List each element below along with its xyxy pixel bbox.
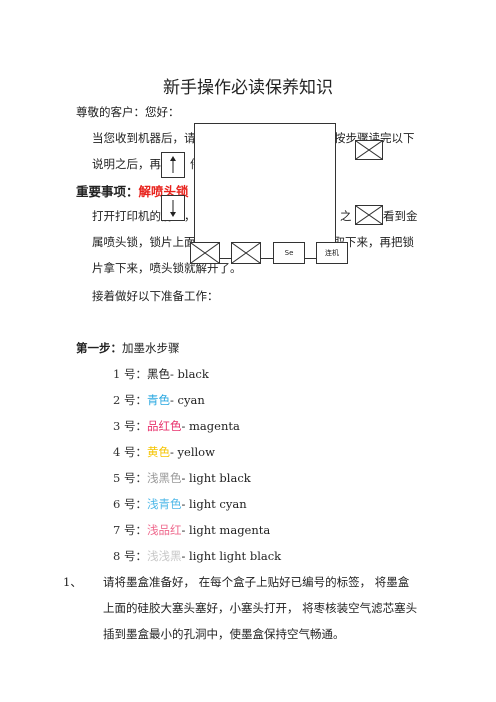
intro-line-2a: 说明之后，再 <box>92 157 161 171</box>
ink-name: 青色 <box>146 393 170 407</box>
down-arrow-button[interactable] <box>161 195 185 221</box>
ink-name: 品红色 <box>146 419 182 433</box>
ink-english: - light light black <box>181 549 282 563</box>
ink-item: 8 号：浅浅黑- light light black <box>113 548 281 564</box>
connect-button[interactable]: 连机 <box>316 242 348 264</box>
ink-number: 5 号： <box>113 471 147 485</box>
arrow-up-icon <box>170 156 176 173</box>
ink-name: 浅浅黑 <box>146 549 182 563</box>
ink-english: - black <box>169 367 209 381</box>
step1-text: 加墨水步骤 <box>122 341 180 355</box>
ink-name: 浅品红 <box>146 523 182 537</box>
ink-number: 8 号： <box>113 549 147 563</box>
ink-english: - cyan <box>169 393 205 407</box>
item1-line-3: 插到墨盒最小的孔洞中，使墨盒保持空气畅通。 <box>103 627 345 641</box>
nozzle-line-3: 片拿下来，喷头锁就解开了。 <box>92 261 242 275</box>
ink-number: 4 号： <box>113 445 147 459</box>
arrow-down-icon <box>170 200 176 217</box>
ink-english: - yellow <box>169 445 215 459</box>
cross-placeholder-icon <box>231 242 261 264</box>
ink-number: 3 号： <box>113 419 147 433</box>
item1-line-2: 上面的硅胶大塞头塞好，小塞头打开， 将枣核装空气滤芯塞头 <box>103 601 418 615</box>
ink-english: - magenta <box>181 419 240 433</box>
page-title: 新手操作必读保养知识 <box>163 78 333 98</box>
important-label-text: 重要事项： <box>76 184 139 199</box>
cross-placeholder-icon <box>355 205 383 225</box>
ink-english: - light cyan <box>181 497 247 511</box>
ink-name: 浅黑色 <box>146 471 182 485</box>
ink-english: - light black <box>181 471 251 485</box>
ink-number: 6 号： <box>113 497 147 511</box>
ink-name: 浅青色 <box>146 497 182 511</box>
prep-text: 接着做好以下准备工作： <box>92 289 219 303</box>
greeting: 尊敬的客户：您好： <box>76 105 180 119</box>
step1-label: 第一步： <box>76 341 122 355</box>
ink-number: 7 号： <box>113 523 147 537</box>
cross-placeholder-icon <box>190 242 220 264</box>
up-arrow-button[interactable] <box>161 152 185 178</box>
ink-item: 6 号：浅青色- light cyan <box>113 496 247 512</box>
ink-item: 3 号：品红色- magenta <box>113 418 240 434</box>
ink-english: - light magenta <box>181 523 271 537</box>
blank-frame <box>194 123 336 259</box>
nozzle-line-1c: 看到金 <box>383 209 418 223</box>
ink-item: 2 号：青色- cyan <box>113 392 205 408</box>
step1-heading: 第一步：加墨水步骤 <box>76 340 180 356</box>
item1-number: 1、 <box>63 575 82 589</box>
ink-item: 4 号：黄色- yellow <box>113 444 215 460</box>
se-button[interactable]: Se <box>273 242 305 264</box>
ink-item: 1 号：黑色- black <box>113 366 209 382</box>
ink-item: 5 号：浅黑色- light black <box>113 470 251 486</box>
ink-item: 7 号：浅品红- light magenta <box>113 522 270 538</box>
nozzle-line-1b: 之 <box>340 209 352 223</box>
ink-name: 黄色 <box>146 445 170 459</box>
intro-line-1a: 当您收到机器后，请 <box>92 131 196 145</box>
ink-number: 1 号： <box>113 367 147 381</box>
cross-placeholder-icon <box>355 140 383 160</box>
ink-name: 黑色 <box>146 367 170 381</box>
intro-line-1b: 按步骤读完以下 <box>334 131 415 145</box>
ink-number: 2 号： <box>113 393 147 407</box>
item1-line-1: 请将墨盒准备好， 在每个盒子上贴好已编号的标签， 将墨盒 <box>103 575 410 589</box>
